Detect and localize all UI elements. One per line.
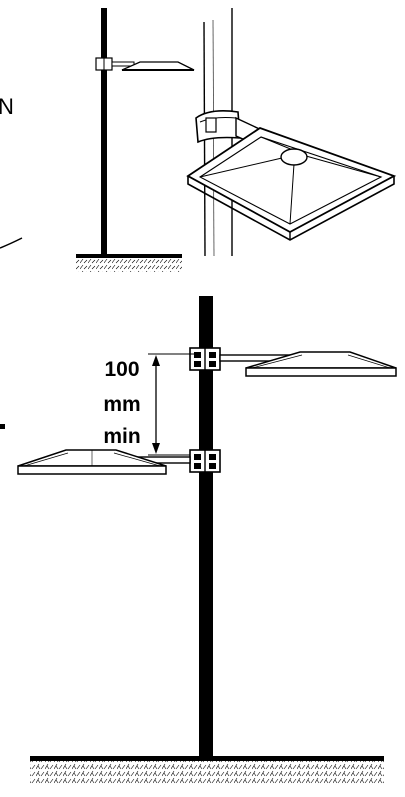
dimension-arrowhead-bottom <box>152 443 160 454</box>
detail-tray-hub <box>280 148 308 166</box>
upper-tray <box>245 351 397 377</box>
main-ground-soil <box>30 761 384 785</box>
dimension-arrowhead-top <box>152 355 160 366</box>
lower-tray <box>17 449 167 475</box>
edge-fragment-mark <box>0 424 5 429</box>
upper-clamp <box>189 347 221 371</box>
dimension-value-label: 100 <box>104 358 139 381</box>
main-pole-assembly <box>17 296 397 785</box>
small-pole <box>101 8 107 256</box>
main-pole <box>199 296 213 758</box>
spacing-dimension <box>148 353 198 456</box>
detail-clamp <box>195 110 241 144</box>
edge-fragment-stroke <box>0 237 23 249</box>
dimension-unit-label: mm <box>103 393 140 416</box>
main-ground-base <box>30 756 384 761</box>
small-ground-base <box>76 254 182 258</box>
small-pole-assembly <box>76 8 195 272</box>
perspective-detail <box>186 8 397 257</box>
small-ground-soil <box>76 258 182 272</box>
dimension-min-label: min <box>103 425 140 448</box>
fragment-letter: N <box>0 94 14 119</box>
lower-clamp <box>189 449 221 473</box>
small-arm <box>111 61 135 67</box>
